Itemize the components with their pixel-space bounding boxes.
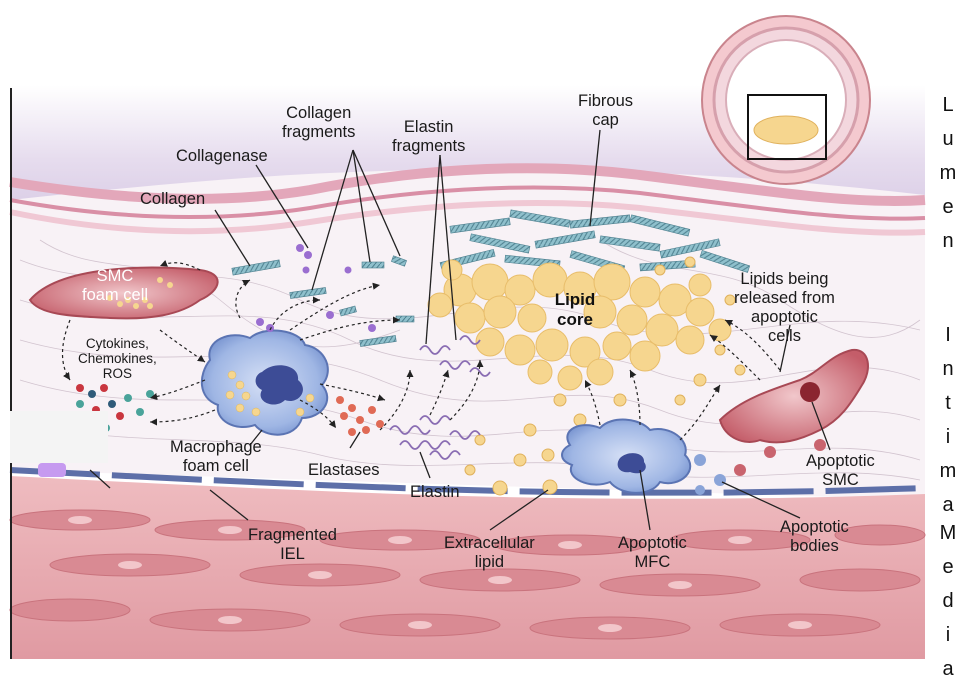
label-elastin: Elastin (410, 483, 460, 502)
masked-region (10, 411, 108, 463)
label-macrophage-foam-cell: Macrophage foam cell (170, 438, 262, 476)
artery-inset (702, 16, 870, 184)
lipid-core-label-line: core (557, 310, 593, 329)
label-collagen-fragments: Collagen fragments (282, 104, 355, 142)
label-fragmented-iel: Fragmented IEL (248, 526, 337, 564)
label-fibrous-cap: Fibrous cap (578, 92, 633, 130)
label-apoptotic-mfc: Apoptotic MFC (618, 534, 687, 572)
label-extracellular-lipid: Extracellular lipid (444, 534, 535, 572)
apoptotic-smc-nucleus (800, 382, 820, 402)
label-elastases: Elastases (308, 461, 380, 480)
pink-marker (38, 463, 66, 477)
layer-label-media: M e d i a (926, 516, 970, 686)
layer-label-lumen: L u m e n (926, 88, 970, 258)
label-cytokines: Cytokines, Chemokines, ROS (78, 336, 157, 381)
label-apoptotic-smc: Apoptotic SMC (806, 452, 875, 490)
label-smc-foam-cell: SMC foam cell (82, 267, 148, 305)
label-lipids-released: Lipids being released from apoptotic cel… (734, 270, 835, 346)
label-collagen: Collagen (140, 190, 205, 209)
layer-label-intima: I n t i m a (926, 318, 970, 522)
label-collagenase: Collagenase (176, 147, 268, 166)
label-apoptotic-bodies: Apoptotic bodies (780, 518, 849, 556)
lipid-core-label-line: Lipid (555, 290, 596, 309)
label-elastin-fragments: Elastin fragments (392, 118, 465, 156)
